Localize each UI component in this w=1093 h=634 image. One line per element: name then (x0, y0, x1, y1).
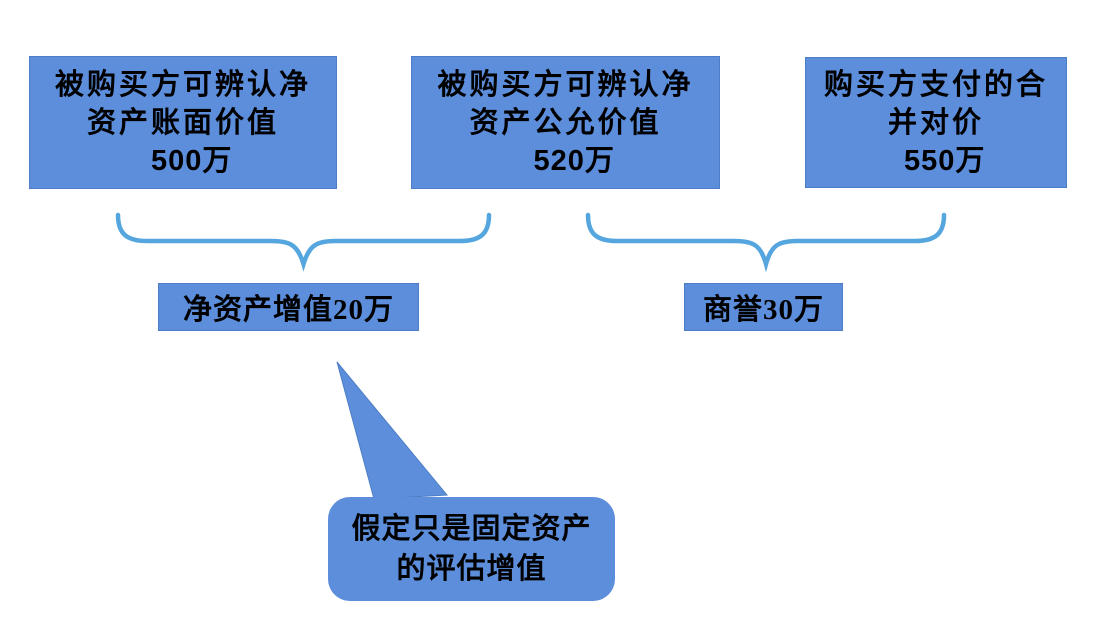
left-brace (115, 212, 492, 272)
box-fair-value-line1: 被购买方可辨认净 (437, 68, 694, 101)
box-book-value: 被购买方可辨认净 资产账面价值 500万 (29, 56, 337, 189)
right-brace (585, 212, 947, 273)
label-goodwill-text: 商誉30万 (702, 294, 824, 326)
label-goodwill: 商誉30万 (684, 283, 843, 331)
box-consideration-amount: 550万 (903, 144, 986, 177)
box-fair-value: 被购买方可辨认净 资产公允价值 520万 (411, 56, 720, 189)
box-consideration: 购买方支付的合 并对价 550万 (805, 57, 1067, 188)
callout-assumption-line1: 假定只是固定资产 (351, 513, 592, 545)
label-net-asset-increase: 净资产增值20万 (158, 283, 419, 331)
box-fair-value-line2: 资产公允价值 (469, 106, 662, 139)
box-consideration-line1: 购买方支付的合 (823, 68, 1048, 101)
callout-assumption-line2: 的评估增值 (396, 553, 547, 585)
box-fair-value-amount: 520万 (533, 144, 615, 177)
box-book-value-line2: 资产账面价值 (86, 106, 279, 139)
callout-tail (336, 361, 449, 500)
box-book-value-line1: 被购买方可辨认净 (54, 68, 311, 101)
box-consideration-line2: 并对价 (887, 106, 984, 139)
callout-assumption: 假定只是固定资产 的评估增值 (328, 497, 615, 601)
label-net-asset-increase-text: 净资产增值20万 (182, 294, 394, 326)
box-book-value-amount: 500万 (150, 144, 233, 177)
